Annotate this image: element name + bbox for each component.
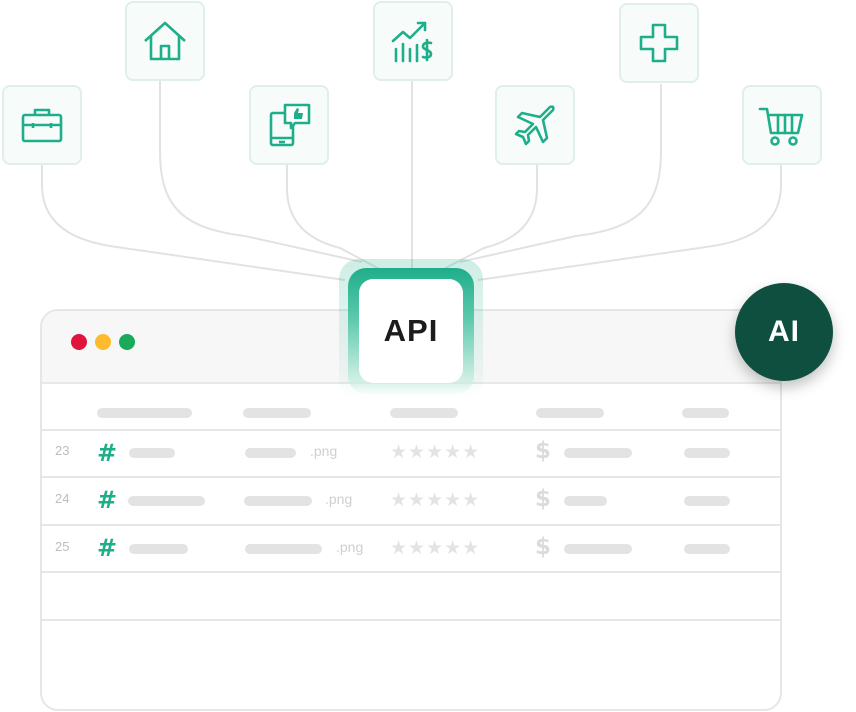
star-rating: ★★★★★ [390, 489, 481, 511]
ai-badge[interactable]: AI [735, 283, 833, 381]
airplane-tile[interactable] [495, 85, 575, 165]
row-number: 23 [55, 443, 70, 458]
connector-line-mobile [286, 165, 386, 273]
connector-line-medical [459, 84, 662, 263]
close-dot[interactable] [71, 334, 87, 350]
connector-line-house [159, 81, 363, 263]
star-rating: ★★★★★ [390, 441, 481, 463]
row-divider [42, 476, 780, 478]
header-placeholder [243, 408, 311, 418]
cell-placeholder [129, 544, 188, 554]
hash-icon: # [97, 486, 118, 514]
minimize-dot[interactable] [95, 334, 111, 350]
house-icon [144, 21, 186, 61]
airplane-icon [514, 105, 555, 146]
cell-placeholder [128, 496, 205, 506]
maximize-dot[interactable] [119, 334, 135, 350]
dollar-icon: $ [535, 438, 552, 464]
mobile-like-icon [269, 103, 311, 147]
row-divider [42, 571, 780, 573]
file-extension: .png [325, 491, 353, 507]
file-extension: .png [310, 443, 338, 459]
connector-line-cart [477, 165, 782, 281]
hash-icon: # [97, 534, 118, 562]
cell-placeholder [244, 496, 312, 506]
shopping-cart-icon [758, 107, 804, 146]
header-placeholder [390, 408, 458, 418]
row-divider [42, 524, 780, 526]
connector-line-airplane [437, 165, 538, 273]
file-extension: .png [336, 539, 364, 555]
cell-placeholder [684, 448, 730, 458]
finance-chart-icon [391, 21, 433, 63]
cell-placeholder [245, 448, 296, 458]
cell-placeholder [129, 448, 175, 458]
cell-placeholder [564, 544, 632, 554]
briefcase-tile[interactable] [2, 85, 82, 165]
medical-cross-tile[interactable] [619, 3, 699, 83]
dollar-icon: $ [535, 486, 552, 512]
mobile-like-tile[interactable] [249, 85, 329, 165]
row-divider [42, 619, 780, 621]
row-number: 25 [55, 539, 70, 554]
house-tile[interactable] [125, 1, 205, 81]
dollar-icon: $ [535, 534, 552, 560]
star-rating: ★★★★★ [390, 537, 481, 559]
finance-chart-tile[interactable] [373, 1, 453, 81]
cell-placeholder [564, 496, 607, 506]
briefcase-icon [21, 108, 63, 143]
header-placeholder [97, 408, 192, 418]
hash-icon: # [97, 439, 118, 467]
cell-placeholder [684, 544, 730, 554]
row-divider [42, 429, 780, 431]
cell-placeholder [564, 448, 632, 458]
medical-cross-icon [639, 23, 679, 63]
cell-placeholder [684, 496, 730, 506]
cell-placeholder [245, 544, 322, 554]
header-placeholder [682, 408, 729, 418]
header-placeholder [536, 408, 604, 418]
api-hub[interactable]: API [359, 279, 463, 383]
shopping-cart-tile[interactable] [742, 85, 822, 165]
row-number: 24 [55, 491, 70, 506]
